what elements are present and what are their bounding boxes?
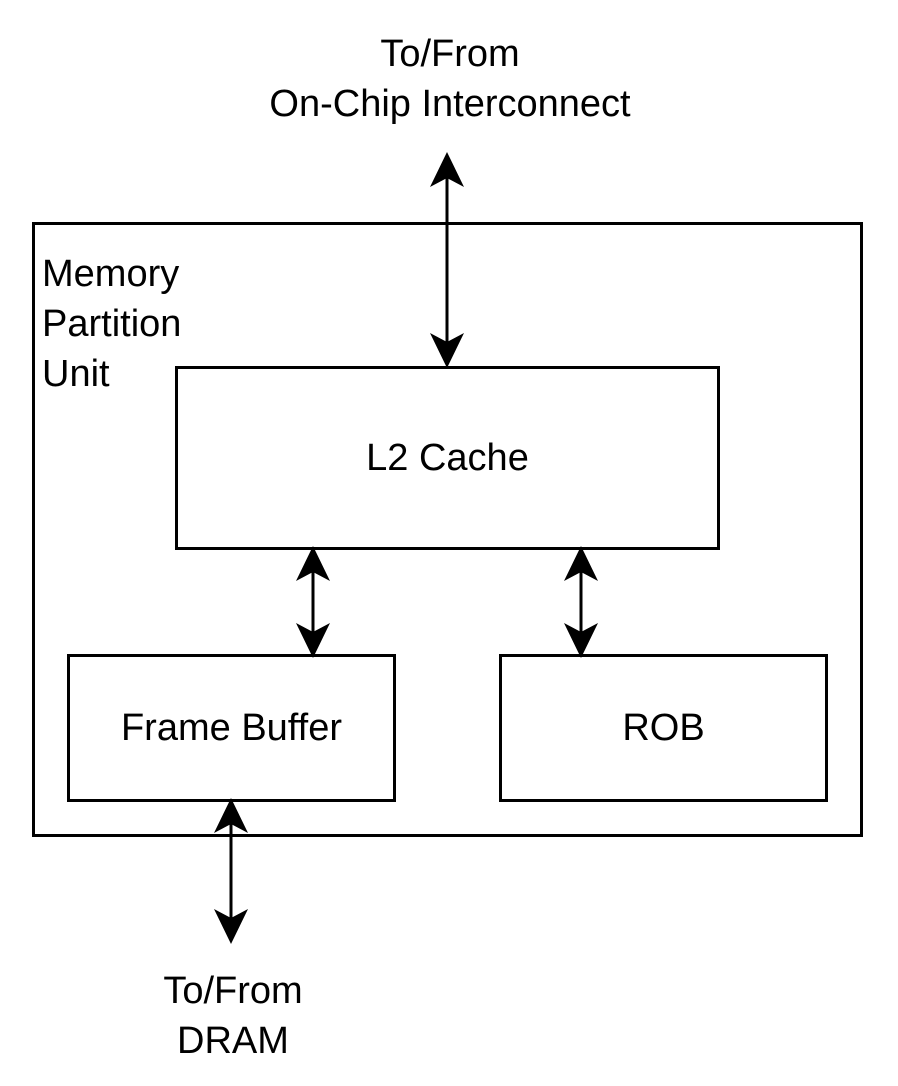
interconnect-endpoint-label: To/From On-Chip Interconnect	[200, 29, 700, 129]
interconnect-label-line-2: On-Chip Interconnect	[269, 83, 631, 125]
partition-label-line-1: Memory	[42, 253, 180, 295]
dram-arrowhead-down	[214, 909, 248, 944]
partition-label-line-3: Unit	[42, 353, 110, 395]
rob-label: ROB	[622, 707, 705, 749]
partition-label-line-2: Partition	[42, 303, 182, 345]
interconnect-arrowhead-up	[430, 152, 464, 187]
dram-label-line-2: DRAM	[177, 1020, 289, 1062]
frame-buffer-label: Frame Buffer	[120, 707, 343, 749]
dram-endpoint-label: To/From DRAM	[83, 966, 383, 1066]
dram-label-line-1: To/From	[163, 970, 303, 1012]
l2-cache-block: L2 Cache	[175, 366, 720, 550]
memory-partition-unit-label: Memory Partition Unit	[42, 249, 181, 399]
interconnect-label-line-1: To/From	[380, 33, 520, 75]
l2-cache-label: L2 Cache	[366, 437, 529, 479]
frame-buffer-block: Frame Buffer	[67, 654, 396, 802]
rob-block: ROB	[499, 654, 828, 802]
